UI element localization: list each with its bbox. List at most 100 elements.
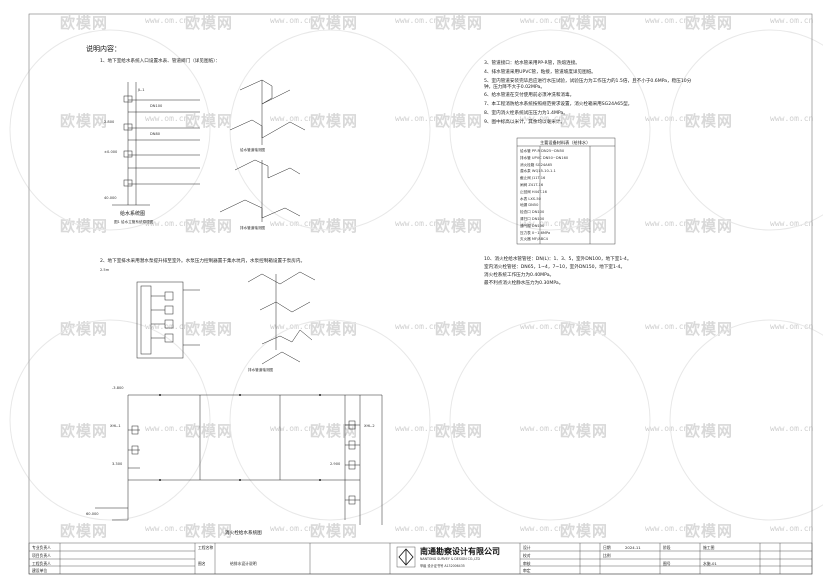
- watermark-logo: 欧模网: [435, 112, 484, 130]
- watermark-url: www.om.cn: [770, 524, 814, 533]
- watermark-url: www.om.cn: [395, 16, 439, 25]
- table-row: 检查口 DN100: [520, 210, 545, 215]
- watermark-url: www.om.cn: [395, 424, 439, 433]
- company-logo-mark: [398, 548, 414, 566]
- elev-label-e: 3.300: [112, 462, 123, 466]
- tb-left-cell-1: 专业负责人: [32, 545, 51, 550]
- table-row: 灭火器 MF/ABC4: [520, 237, 548, 242]
- watermark-arcs: [9, 29, 823, 521]
- tb-check-label: 校对: [523, 553, 531, 558]
- company-name-en: NANTONG SURVEY & DESIGN CO.,LTD: [420, 557, 480, 561]
- elev-label-g: 60.000: [86, 512, 99, 516]
- table-row: 压力表 0~1.6MPa: [520, 230, 551, 235]
- tb-left-cell-4: 建设单位: [32, 568, 48, 573]
- note-item-9: 9、图中标高以米计，其余均以毫米计。: [484, 120, 566, 125]
- watermark-logo: 欧模网: [435, 522, 484, 540]
- diagram-1-caption: 给水系统图: [120, 211, 146, 217]
- tb-date-label: 日期: [603, 545, 611, 550]
- tb-approve-label: 审定: [523, 568, 531, 573]
- watermark-logo: 欧模网: [435, 320, 484, 338]
- riser-diagram-1: [112, 82, 200, 206]
- pipe-label-5: XHL-2: [364, 424, 375, 428]
- table-row: 潜水泵 WQ15-10-1.1: [520, 169, 556, 174]
- table-row: 截止阀 J11T-16: [520, 176, 546, 181]
- note-item-10b: 室内消火栓管径：DN65，1~4，7~10，室外DN150，地下室1-4。: [484, 265, 626, 270]
- watermark-logo: 欧模网: [560, 14, 609, 32]
- axon-1b-caption: 排水管道轴测图: [240, 226, 266, 230]
- table-row: 消火栓箱 SG24A65: [520, 162, 553, 167]
- tb-stage-value: 施工图: [703, 545, 715, 550]
- watermark-logo: 欧模网: [185, 112, 234, 130]
- watermark-url: www.om.cn: [520, 322, 564, 331]
- diagram-1-sub: 图1 给水立管系统原理图: [114, 220, 154, 224]
- watermark-url: www.om.cn: [270, 219, 314, 228]
- watermark-url: www.om.cn: [645, 524, 689, 533]
- title-block: [28, 542, 813, 575]
- company-cert: 甲级 设计证书号 A132006435: [420, 564, 465, 568]
- notes-title: 说明内容：: [86, 45, 121, 53]
- watermark-url: www.om.cn: [395, 524, 439, 533]
- watermark-logo: 欧模网: [560, 112, 609, 130]
- watermark-logo: 欧模网: [310, 320, 359, 338]
- table-row: 清扫口 DN100: [520, 217, 545, 221]
- watermark-logo: 欧模网: [560, 320, 609, 338]
- company-logo-frame: [396, 546, 416, 568]
- table-row: 水表 LXS-50: [520, 196, 541, 201]
- materials-table: [516, 137, 616, 245]
- tb-left-cell-3: 工程负责人: [32, 561, 51, 566]
- watermark-logo: 欧模网: [60, 522, 109, 540]
- table-row: 排水管 UPVC DN50~DN160: [520, 155, 569, 160]
- elev-label-f: 2.900: [330, 462, 341, 466]
- table-row: 通气帽 DN100: [520, 223, 545, 228]
- watermark-logo: 欧模网: [185, 320, 234, 338]
- watermark-url: www.om.cn: [645, 114, 689, 123]
- note-item-1: 1、地下室给水系统入口设置水表、管道阀门（详见图纸）：: [100, 59, 221, 64]
- watermark-url: www.om.cn: [645, 219, 689, 228]
- axon-2-caption: 排水管道轴测图: [248, 368, 274, 372]
- note-item-2b: 2.5m: [100, 268, 110, 272]
- note-item-10: 10、消火栓给水管管径：DN(L)：1、3、5，室外DN100，地下室1-4。: [484, 257, 632, 262]
- axonometric-2: [247, 271, 316, 365]
- watermark-logo: 欧模网: [435, 422, 484, 440]
- watermark-logo: 欧模网: [60, 320, 109, 338]
- watermark-url: www.om.cn: [520, 114, 564, 123]
- tb-scale-label: 比例: [603, 553, 611, 558]
- note-item-3: 3、管道接口：给水管采用PP-R管，热熔连接。: [484, 61, 580, 66]
- watermark-url: www.om.cn: [520, 424, 564, 433]
- watermark-url: www.om.cn: [395, 322, 439, 331]
- note-item-10c: 消火栓系统工作压力为0.40MPa。: [484, 273, 555, 278]
- axon-1a-caption: 给水管道轴测图: [240, 148, 266, 152]
- watermark-logo: 欧模网: [685, 422, 734, 440]
- watermark-url: www.om.cn: [270, 114, 314, 123]
- tb-stage-label: 阶段: [663, 545, 671, 550]
- watermark-logo: 欧模网: [685, 14, 734, 32]
- tb-review-label: 审核: [523, 561, 531, 566]
- watermark-logo: 欧模网: [310, 217, 359, 235]
- tb-date-value: 2024.11: [625, 545, 641, 550]
- watermark-url: www.om.cn: [270, 16, 314, 25]
- equipment-elevation: [136, 281, 200, 359]
- tb-project-label: 工程名称: [198, 545, 214, 550]
- elev-label-d: -3.800: [112, 386, 124, 390]
- tb-design-label: 设计: [523, 545, 531, 550]
- watermark-url: www.om.cn: [145, 114, 189, 123]
- watermark-url: www.om.cn: [270, 322, 314, 331]
- watermark-url: www.om.cn: [145, 219, 189, 228]
- watermark-logo: 欧模网: [560, 217, 609, 235]
- note-item-6: 6、给水管道在交付使用前必须冲洗和消毒。: [484, 93, 575, 98]
- watermark-logo: 欧模网: [560, 522, 609, 540]
- watermark-url: www.om.cn: [145, 16, 189, 25]
- sheet-border: [28, 13, 813, 575]
- tb-drawing-label: 图名: [198, 561, 206, 566]
- fire-hydrant-system: [95, 394, 383, 525]
- tb-sheet-value: 水施-01: [703, 561, 717, 566]
- note-item-7: 7、本工程消防给水系统按照规范要求设置，消火栓箱采用SG24A65型。: [484, 102, 633, 107]
- watermark-logo: 欧模网: [560, 422, 609, 440]
- watermark-url: www.om.cn: [145, 524, 189, 533]
- tb-drawing-name: 给排水设计说明: [230, 561, 257, 566]
- watermark-url: www.om.cn: [520, 524, 564, 533]
- watermark-url: www.om.cn: [770, 114, 814, 123]
- watermark-url: www.om.cn: [645, 424, 689, 433]
